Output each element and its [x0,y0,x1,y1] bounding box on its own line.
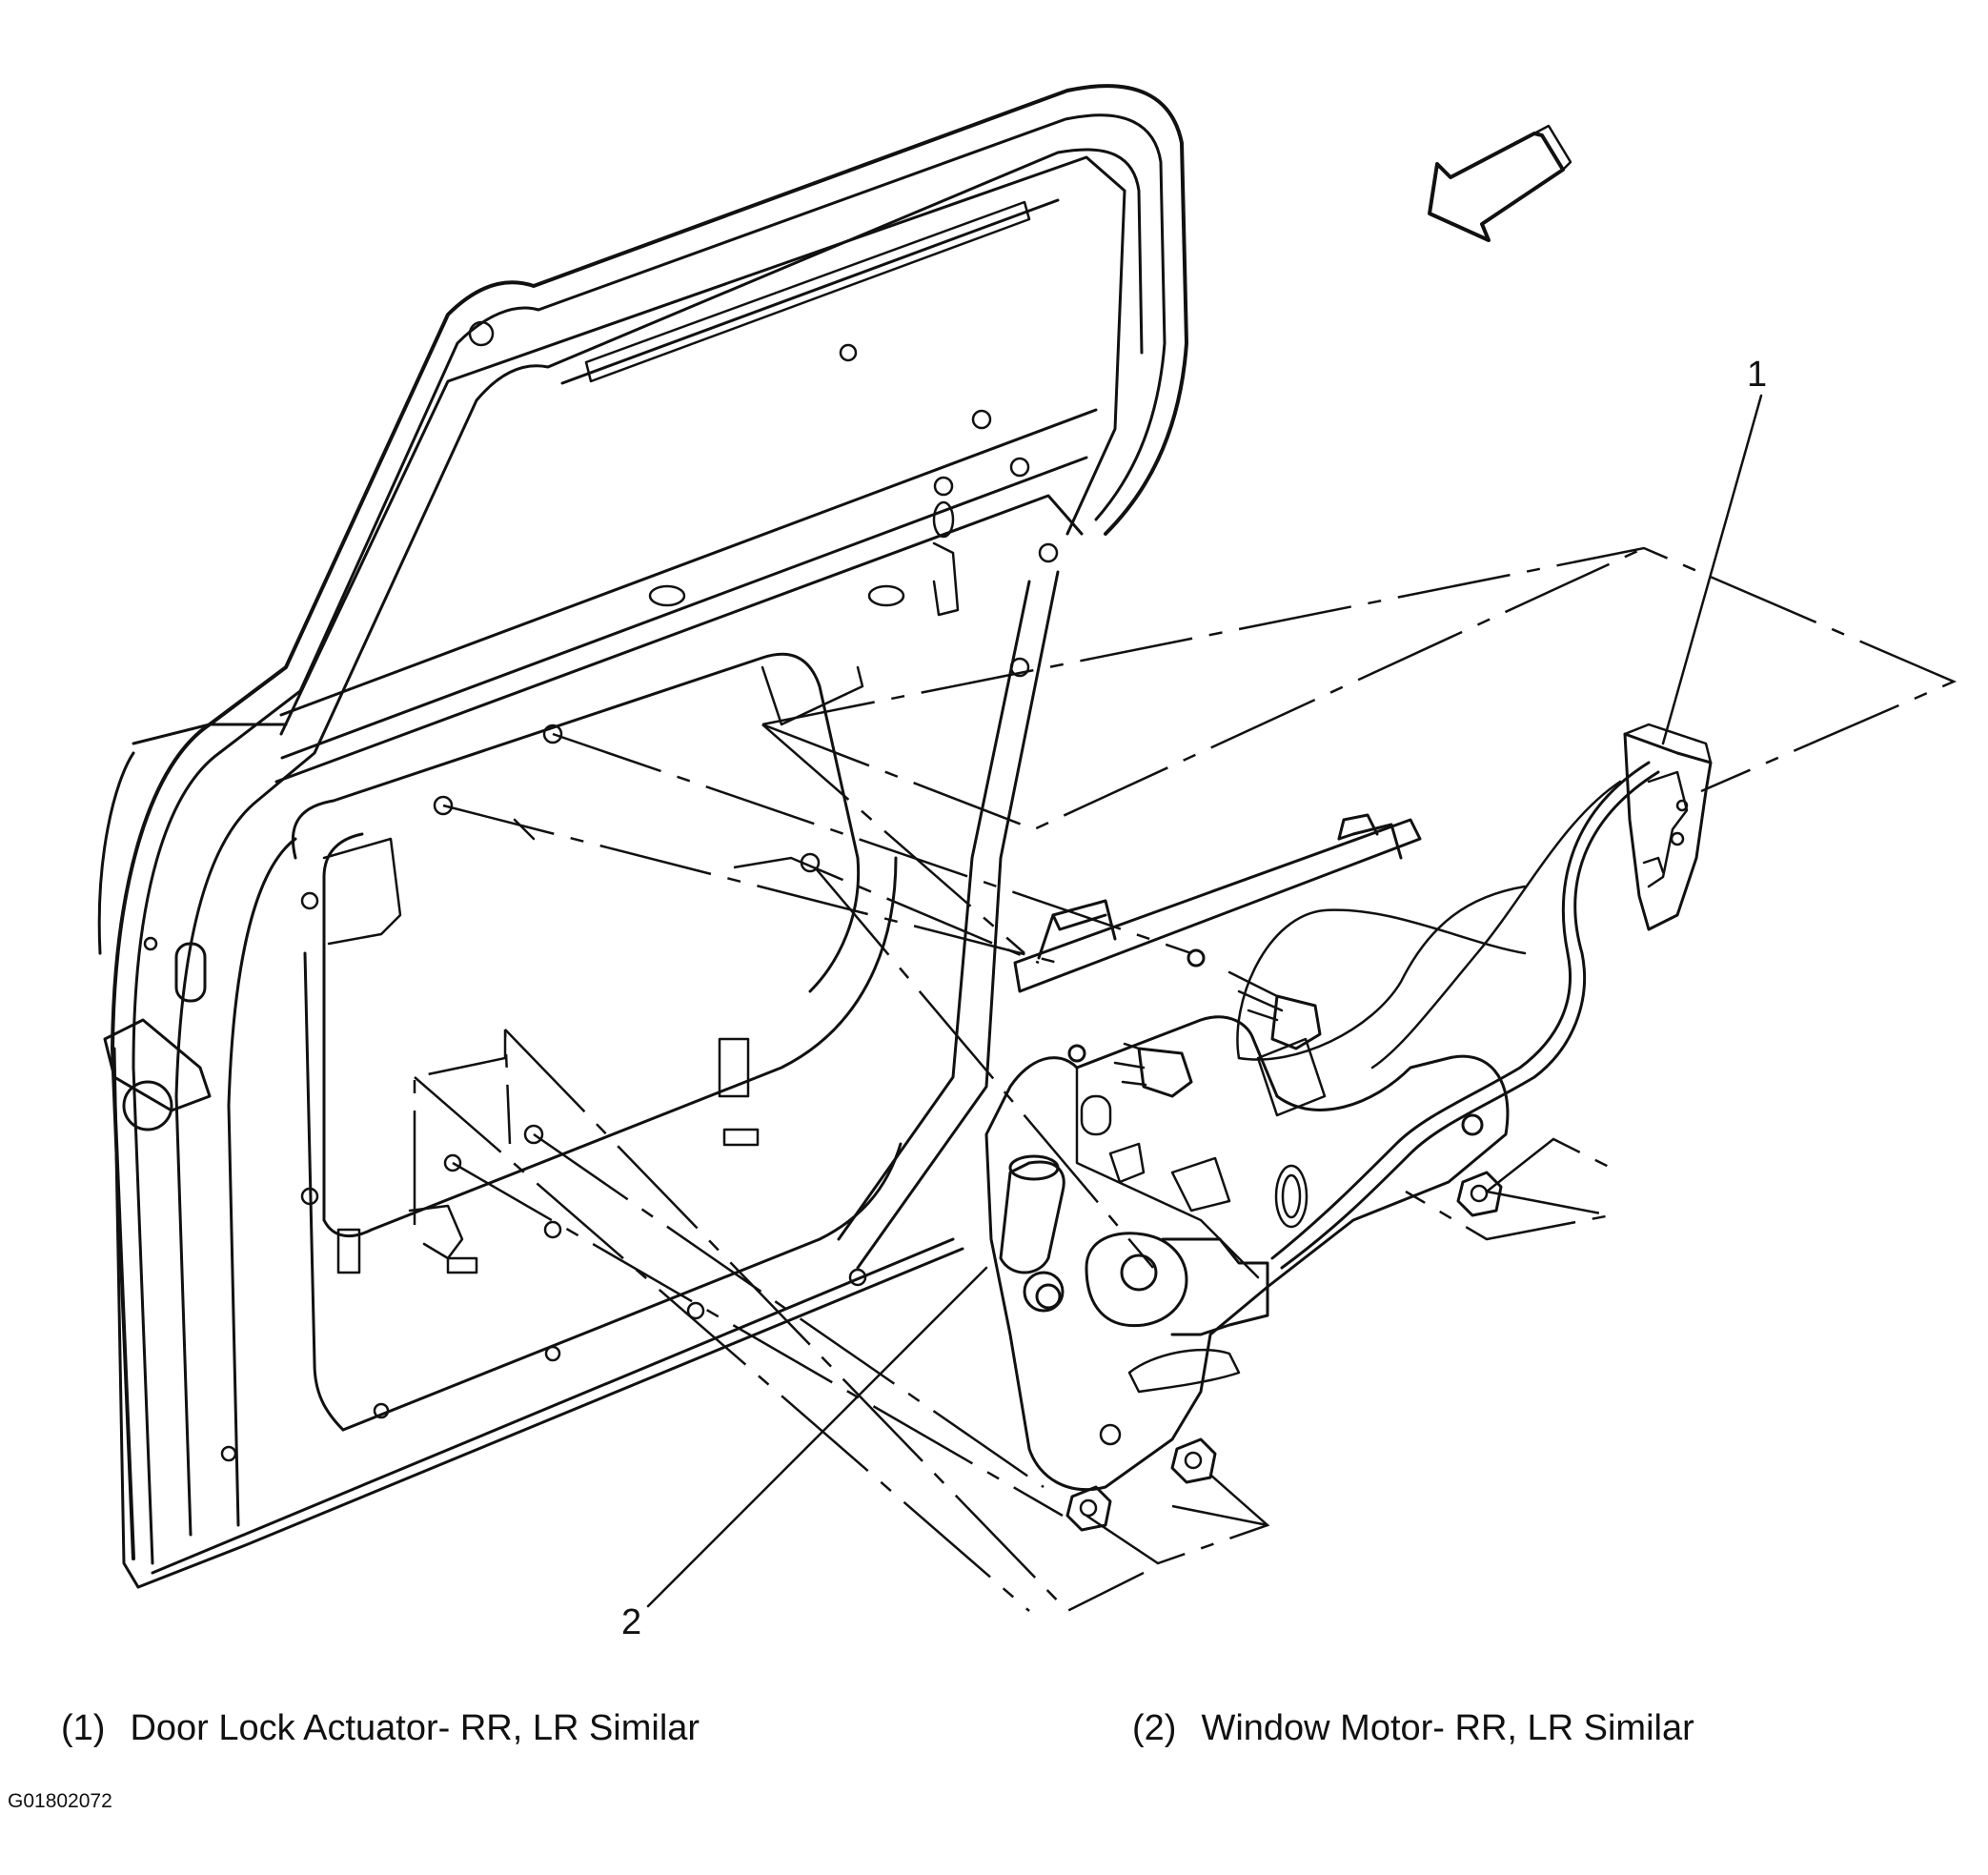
phantom-lines [413,546,1958,1613]
caption-text-2: Window Motor- RR, LR Similar [1201,1708,1694,1748]
arrow-forward-icon [1428,124,1572,242]
regulator-nut [1456,1171,1503,1217]
caption-number-2: (2) [1132,1708,1177,1748]
door-lock-actuator [1623,723,1713,931]
regulator-bolt [1067,1042,1193,1098]
regulator-nut [1461,1113,1484,1136]
door-shell [97,84,1188,1589]
lock-actuator-cable [1236,761,1660,1270]
callout-number-1: 1 [1747,355,1767,395]
caption-door-lock-actuator: (1) Door Lock Actuator- RR, LR Similar [61,1708,700,1749]
figure-id: G01802072 [8,1790,112,1812]
regulator-bolt [1187,948,1322,1050]
callout-1: 1 [1661,355,1767,745]
window-regulator-assembly [984,813,1510,1532]
regulator-nut [1170,1437,1217,1484]
caption-window-motor: (2) Window Motor- RR, LR Similar [1132,1708,1694,1749]
callout-number-2: 2 [621,1602,641,1642]
callout-2: 2 [621,1266,988,1642]
caption-text-1: Door Lock Actuator- RR, LR Similar [130,1708,700,1748]
regulator-nut [1065,1485,1112,1532]
caption-number-1: (1) [61,1708,106,1748]
